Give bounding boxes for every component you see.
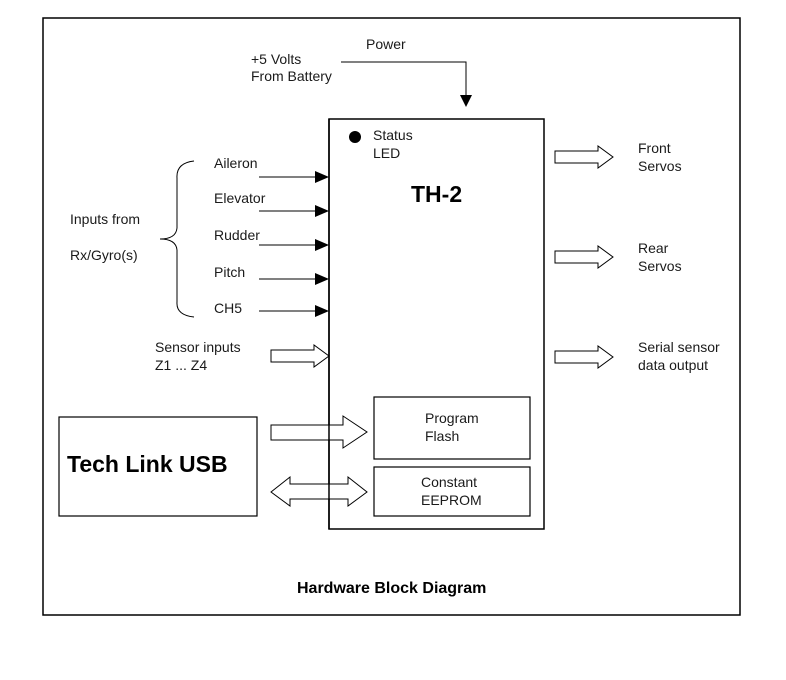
elevator-arrow	[259, 205, 329, 217]
inputs-group-label-line1: Inputs from	[70, 211, 141, 227]
rudder-arrow	[259, 239, 329, 251]
channel-label-ch5: CH5	[214, 300, 243, 316]
front-servos-arrow	[554, 145, 614, 169]
output-rear-line2: Servos	[638, 258, 682, 274]
channel-arrows	[259, 171, 329, 317]
output-front-line2: Servos	[638, 158, 682, 174]
pitch-arrow	[259, 273, 329, 285]
sensor-inputs-arrow	[270, 344, 330, 368]
sensor-inputs-line2: Z1 ... Z4	[155, 357, 208, 373]
constant-eeprom-line2: EEPROM	[421, 492, 482, 508]
power-label: Power	[366, 36, 406, 52]
channel-label-pitch: Pitch	[214, 264, 246, 280]
power-source-line1: +5 Volts	[251, 51, 302, 67]
channel-label-rudder: Rudder	[214, 227, 260, 243]
status-led-icon	[349, 131, 361, 143]
eeprom-bidirectional-arrow	[270, 475, 368, 507]
diagram-caption: Hardware Block Diagram	[297, 580, 487, 597]
th2-title: TH-2	[411, 181, 463, 207]
constant-eeprom-line1: Constant	[421, 474, 478, 490]
sensor-inputs-line1: Sensor inputs	[155, 339, 241, 355]
ch5-arrow	[259, 305, 329, 317]
status-led-label-line1: Status	[373, 127, 413, 143]
program-flash-line2: Flash	[425, 428, 460, 444]
outer-frame	[42, 17, 741, 616]
inputs-brace	[159, 160, 195, 318]
rear-servos-arrow	[554, 245, 614, 269]
tech-link-usb-block	[58, 416, 258, 517]
status-led-label-line2: LED	[373, 145, 401, 161]
program-flash-line1: Program	[425, 410, 479, 426]
program-flash-arrow	[270, 415, 368, 449]
tech-link-usb-label: Tech Link USB	[67, 451, 228, 477]
inputs-group-label-line2: Rx/Gyro(s)	[70, 247, 138, 263]
channel-label-aileron: Aileron	[214, 155, 258, 171]
output-serial-line2: data output	[638, 357, 709, 373]
output-rear-line1: Rear	[638, 240, 669, 256]
constant-eeprom-block	[373, 466, 531, 517]
program-flash-block	[373, 396, 531, 460]
power-source-line2: From Battery	[251, 68, 332, 84]
channel-label-elevator: Elevator	[214, 190, 266, 206]
power-arrow	[341, 61, 472, 107]
output-serial-line1: Serial sensor	[638, 339, 720, 355]
aileron-arrow	[259, 171, 329, 183]
serial-output-arrow	[554, 345, 614, 369]
output-front-line1: Front	[638, 140, 671, 156]
